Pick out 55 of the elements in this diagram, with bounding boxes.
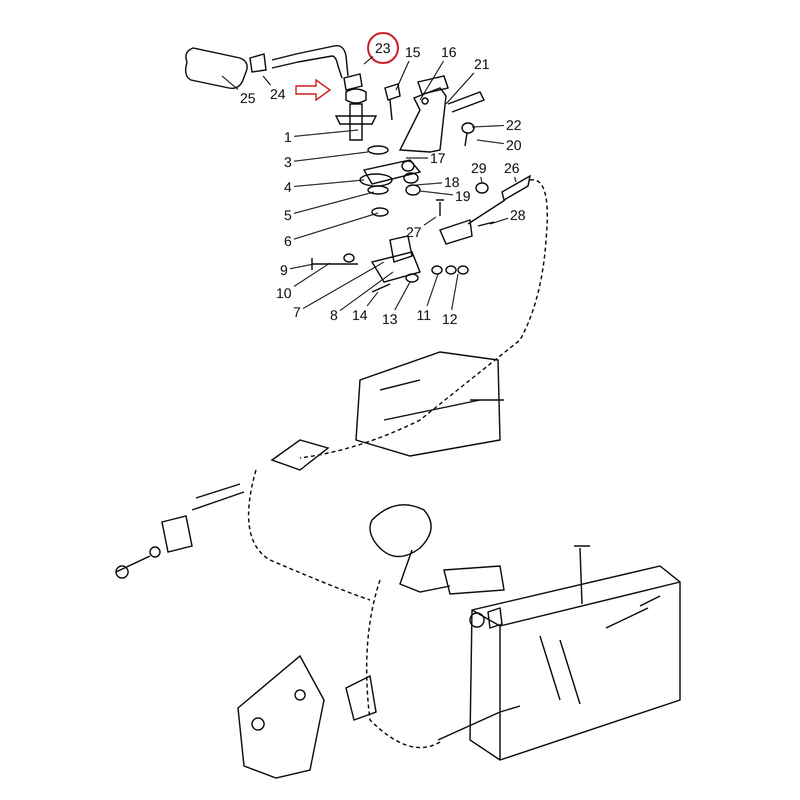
- leader-line: [476, 140, 504, 144]
- callout-number: 23: [374, 40, 392, 56]
- leader-line: [416, 182, 442, 186]
- callout-number: 27: [405, 224, 423, 240]
- leader-line: [294, 262, 330, 287]
- leader-line: [294, 130, 358, 137]
- callout-number: 24: [269, 86, 287, 102]
- leader-line: [340, 272, 394, 312]
- leader-line: [420, 190, 454, 196]
- leader-line: [366, 292, 378, 306]
- leader-line: [426, 274, 438, 306]
- leader-line: [294, 192, 374, 214]
- callout-number: 5: [283, 207, 293, 223]
- leader-line: [394, 282, 410, 310]
- callout-number: 16: [440, 44, 458, 60]
- callout-number: 3: [283, 154, 293, 170]
- leader-line: [446, 72, 474, 104]
- leader-line: [364, 56, 374, 64]
- callout-number: 20: [505, 137, 523, 153]
- callout-number: 17: [429, 150, 447, 166]
- leader-line: [294, 152, 368, 162]
- callout-number: 14: [351, 307, 369, 323]
- callout-number: 29: [470, 160, 488, 176]
- callout-number: 19: [454, 188, 472, 204]
- callout-number: 15: [404, 44, 422, 60]
- leader-line: [451, 274, 458, 310]
- leader-line: [480, 176, 482, 184]
- leader-line: [262, 76, 271, 86]
- leader-line: [396, 60, 410, 90]
- callout-number: 22: [505, 117, 523, 133]
- leader-line: [472, 124, 504, 128]
- callout-number: 13: [381, 311, 399, 327]
- callout-number: 1: [283, 129, 293, 145]
- leader-line: [222, 76, 238, 90]
- callout-number: 12: [441, 311, 459, 327]
- callout-number: 11: [416, 307, 432, 323]
- callout-number: 26: [503, 160, 521, 176]
- callout-number: 9: [279, 262, 289, 278]
- leader-line: [514, 176, 516, 182]
- callout-number: 7: [292, 304, 302, 320]
- leader-line: [424, 216, 436, 226]
- callout-number: 4: [283, 179, 293, 195]
- callout-number: 8: [329, 307, 339, 323]
- callout-number: 18: [443, 174, 461, 190]
- leader-line: [490, 218, 508, 224]
- callout-number: 25: [239, 90, 257, 106]
- callout-number: 6: [283, 233, 293, 249]
- leader-line: [290, 264, 314, 270]
- callout-number: 28: [509, 207, 527, 223]
- leader-line: [294, 212, 378, 240]
- leader-line: [420, 60, 444, 100]
- leader-line: [302, 262, 384, 310]
- leader-line: [294, 180, 364, 187]
- callout-number: 21: [473, 56, 491, 72]
- callout-number: 10: [275, 285, 293, 301]
